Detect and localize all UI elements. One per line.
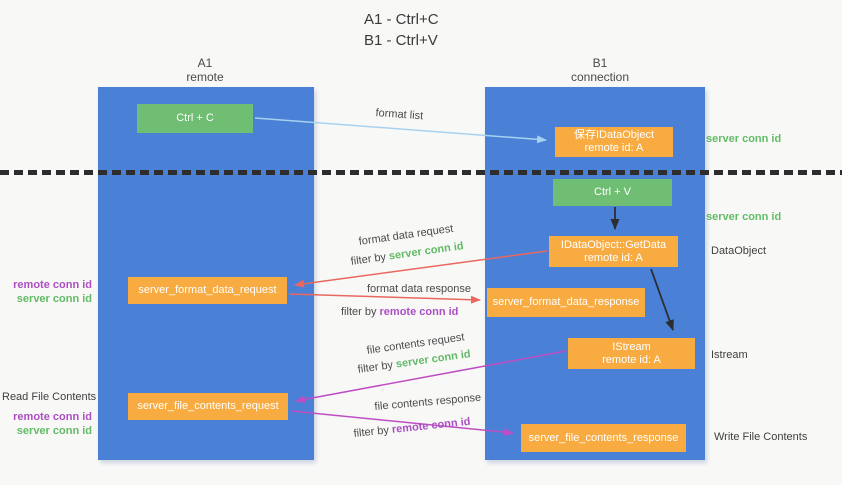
node-istream-line1: IStream (612, 340, 651, 353)
edge-label-file-contents-response: file contents response (374, 391, 482, 413)
node-save-idataobject: 保存IDataObject remote id: A (555, 127, 673, 157)
lifeline-left-name: A1 (197, 56, 213, 70)
node-server-file-contents-response: server_file_contents_response (521, 424, 686, 452)
annotation-remote-conn-id-1: remote conn id (13, 279, 92, 291)
filter-by-text: filter by (341, 306, 377, 318)
annotation-dataobject: DataObject (711, 245, 767, 257)
node-getdata-line2: remote id: A (584, 251, 643, 264)
dotted-boundary-divider (0, 170, 842, 175)
filter-by-text: filter by (357, 359, 394, 376)
node-server-format-data-response: server_format_data_response (487, 288, 645, 317)
annotation-server-conn-id-2: server conn id (16, 425, 92, 437)
diagram-title-line1: A1 - Ctrl+C (364, 11, 439, 28)
remote-conn-id-text: remote conn id (379, 306, 459, 318)
edge-label-format-list: format list (375, 107, 424, 123)
node-ctrl-v: Ctrl + V (553, 179, 672, 206)
lifeline-right-header: B1 connection (550, 56, 650, 84)
node-ctrl-c: Ctrl + C (137, 104, 253, 133)
node-format-response-label: server_format_data_response (492, 296, 640, 308)
server-conn-id-text: server conn id (395, 348, 472, 371)
diagram-title: A1 - Ctrl+C B1 - Ctrl+V (364, 9, 439, 51)
remote-conn-id-text: remote conn id (391, 415, 471, 436)
lifeline-left-role: remote (186, 70, 224, 84)
annotation-remote-conn-id-2: remote conn id (13, 411, 92, 423)
edge-label-format-data-response: format data response (367, 283, 471, 295)
node-server-format-data-request: server_format_data_request (128, 277, 287, 304)
node-istream-line2: remote id: A (602, 353, 661, 366)
diagram-title-line2: B1 - Ctrl+V (364, 32, 438, 49)
server-conn-id-text: server conn id (388, 240, 465, 263)
node-save-idataobject-line1: 保存IDataObject (573, 129, 655, 141)
edge-label-file-response-filter: filter by remote conn id (353, 416, 471, 440)
lifeline-right-name: B1 (592, 56, 608, 70)
annotation-istream: Istream (711, 349, 748, 361)
node-file-request-label: server_file_contents_request (137, 400, 279, 412)
filter-by-text: filter by (350, 251, 387, 268)
node-server-file-contents-request: server_file_contents_request (128, 393, 288, 420)
lifeline-left-header: A1 remote (155, 56, 255, 84)
annotation-server-conn-id-1: server conn id (16, 293, 92, 305)
lifeline-right-role: connection (570, 70, 630, 84)
node-idataobject-getdata: IDataObject::GetData remote id: A (549, 236, 678, 267)
node-istream: IStream remote id: A (568, 338, 695, 369)
node-getdata-line1: IDataObject::GetData (560, 238, 667, 251)
node-save-idataobject-line2: remote id: A (584, 142, 644, 154)
node-ctrl-c-label: Ctrl + C (176, 112, 214, 124)
node-format-request-label: server_format_data_request (138, 284, 277, 296)
node-file-response-label: server_file_contents_response (528, 431, 679, 444)
filter-by-text: filter by (353, 424, 390, 440)
edge-label-format-response-filter: filter by remote conn id (341, 306, 458, 318)
annotation-read-file-contents: Read File Contents (2, 391, 97, 403)
annotation-server-conn-id-top: server conn id (706, 133, 782, 145)
annotation-server-conn-id-mid: server conn id (706, 211, 782, 223)
annotation-write-file-contents: Write File Contents (714, 431, 808, 443)
node-ctrl-v-label: Ctrl + V (594, 186, 631, 198)
